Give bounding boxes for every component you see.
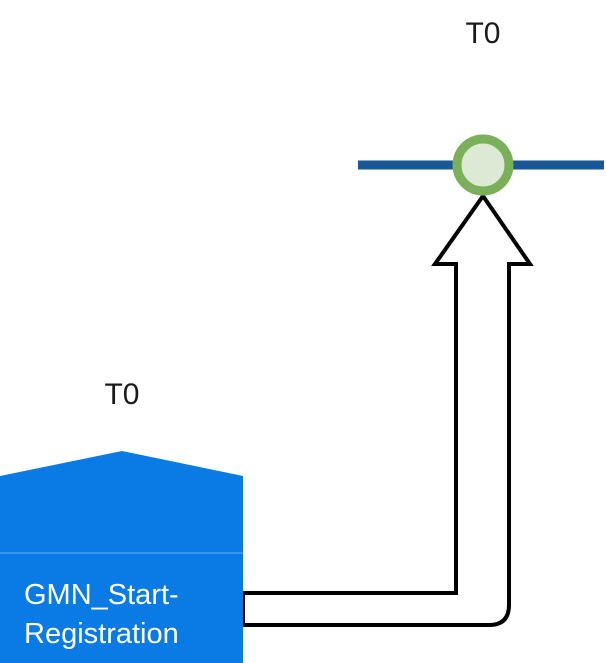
- start-registration-shape[interactable]: [0, 451, 243, 663]
- timeline-t0-label: T0: [465, 17, 500, 50]
- timeline-event-circle[interactable]: [452, 134, 514, 196]
- block-arrow-connector[interactable]: [241, 192, 534, 627]
- task-t0-label: T0: [104, 378, 139, 411]
- task-label-line1: GMN_Start-: [24, 579, 179, 611]
- task-label-line2: Registration: [24, 618, 179, 650]
